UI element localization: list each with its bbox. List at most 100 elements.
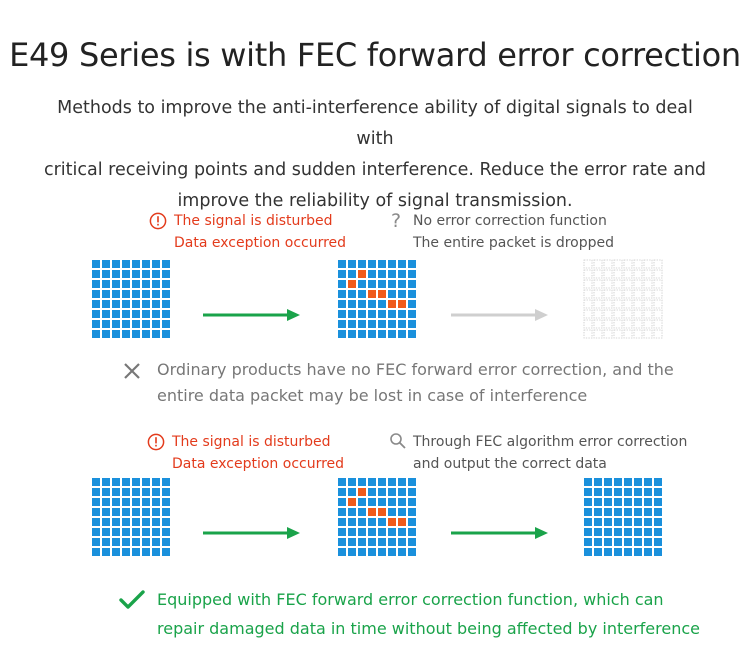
dropped-cell [583, 289, 593, 299]
data-cell [388, 508, 396, 516]
dropped-cell [583, 299, 593, 309]
data-cell [112, 260, 120, 268]
error-cell [388, 518, 396, 526]
data-cell [348, 518, 356, 526]
data-cell [162, 548, 170, 556]
dropped-cell [613, 289, 623, 299]
arrow-green [203, 309, 300, 321]
data-cell [604, 528, 612, 536]
data-cell [122, 300, 130, 308]
data-cell [378, 488, 386, 496]
data-cell [92, 538, 100, 546]
data-cell [92, 518, 100, 526]
magnifier-icon [390, 433, 406, 449]
dropped-cell [643, 319, 653, 329]
data-cell [388, 310, 396, 318]
dropped-cell [653, 279, 663, 289]
dropped-cell [593, 309, 603, 319]
data-cell [348, 488, 356, 496]
data-cell [132, 280, 140, 288]
data-cell [594, 508, 602, 516]
data-cell [378, 310, 386, 318]
data-cell [644, 498, 652, 506]
data-cell [378, 528, 386, 536]
data-cell [92, 290, 100, 298]
dropped-cell [603, 309, 613, 319]
data-cell [132, 478, 140, 486]
data-cell [162, 280, 170, 288]
caption-line: Equipped with FEC forward error correcti… [157, 590, 664, 609]
dropped-cell [613, 299, 623, 309]
data-cell [152, 488, 160, 496]
data-cell [594, 548, 602, 556]
dropped-packet-grid [583, 259, 663, 339]
data-cell [152, 260, 160, 268]
dropped-cell [603, 319, 613, 329]
dropped-cell [633, 269, 643, 279]
exclamation-circle-icon [147, 433, 165, 451]
data-cell [634, 518, 642, 526]
error-cell [388, 300, 396, 308]
data-cell [358, 300, 366, 308]
dropped-cell [633, 329, 643, 339]
data-cell [112, 280, 120, 288]
error-cell [378, 508, 386, 516]
data-cell [378, 498, 386, 506]
data-cell [338, 488, 346, 496]
data-cell [388, 528, 396, 536]
no-fec-caption: Ordinary products have no FEC forward er… [157, 357, 674, 409]
error-cell [368, 508, 376, 516]
data-cell [102, 508, 110, 516]
data-cell [368, 538, 376, 546]
data-cell [142, 280, 150, 288]
data-cell [112, 270, 120, 278]
data-cell [358, 280, 366, 288]
data-cell [358, 260, 366, 268]
data-cell [338, 528, 346, 536]
data-cell [378, 270, 386, 278]
note-line: The signal is disturbed [172, 434, 331, 450]
data-cell [408, 528, 416, 536]
data-cell [102, 320, 110, 328]
data-cell [142, 478, 150, 486]
data-cell [624, 528, 632, 536]
note-line: Data exception occurred [174, 235, 347, 251]
caption-line: entire data packet may be lost in case o… [157, 386, 588, 405]
data-cell [348, 300, 356, 308]
dropped-cell [603, 289, 613, 299]
data-cell [388, 280, 396, 288]
error-cell [398, 518, 406, 526]
data-cell [122, 330, 130, 338]
data-cell [408, 270, 416, 278]
note-line: and output the correct data [413, 456, 607, 472]
dropped-cell [643, 269, 653, 279]
dropped-cell [593, 269, 603, 279]
data-cell [654, 528, 662, 536]
data-cell [142, 310, 150, 318]
data-cell [112, 538, 120, 546]
data-cell [644, 528, 652, 536]
dropped-cell [653, 309, 663, 319]
data-cell [112, 310, 120, 318]
page-subtitle: Methods to improve the anti-interference… [40, 93, 710, 217]
data-cell [654, 518, 662, 526]
data-cell [358, 290, 366, 298]
data-cell [348, 270, 356, 278]
data-cell [162, 320, 170, 328]
data-cell [152, 538, 160, 546]
data-cell [338, 320, 346, 328]
caption-line: repair damaged data in time without bein… [157, 619, 700, 638]
data-cell [142, 300, 150, 308]
dropped-cell [633, 309, 643, 319]
data-cell [378, 478, 386, 486]
data-cell [584, 528, 592, 536]
data-cell [132, 260, 140, 268]
dropped-cell [623, 289, 633, 299]
data-cell [162, 270, 170, 278]
data-cell [358, 478, 366, 486]
data-cell [644, 548, 652, 556]
data-cell [378, 538, 386, 546]
data-cell [368, 280, 376, 288]
data-cell [634, 488, 642, 496]
dropped-cell [603, 269, 613, 279]
